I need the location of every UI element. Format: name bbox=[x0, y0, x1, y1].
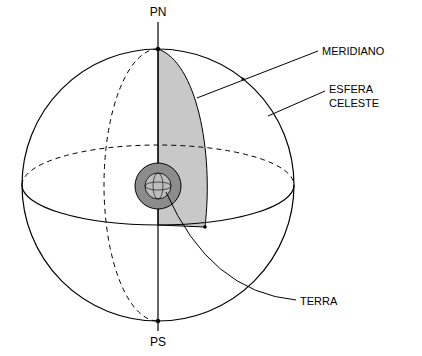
earth-equator bbox=[145, 182, 171, 190]
earth-meridian bbox=[153, 173, 163, 199]
leader-line bbox=[166, 192, 296, 300]
callout-label: TERRA bbox=[299, 294, 338, 308]
leader-line bbox=[268, 91, 325, 116]
pole-label: PN bbox=[149, 5, 168, 19]
pole-label: PS bbox=[149, 335, 167, 349]
leader-line bbox=[197, 51, 318, 98]
callout-label: ESFERA CELESTE bbox=[328, 82, 390, 110]
callout-label: MERIDIANO bbox=[321, 44, 385, 58]
meridian-dot bbox=[203, 225, 207, 229]
earth-outer bbox=[135, 163, 181, 209]
pole-dot bbox=[156, 47, 160, 51]
pole-dot bbox=[156, 319, 160, 323]
